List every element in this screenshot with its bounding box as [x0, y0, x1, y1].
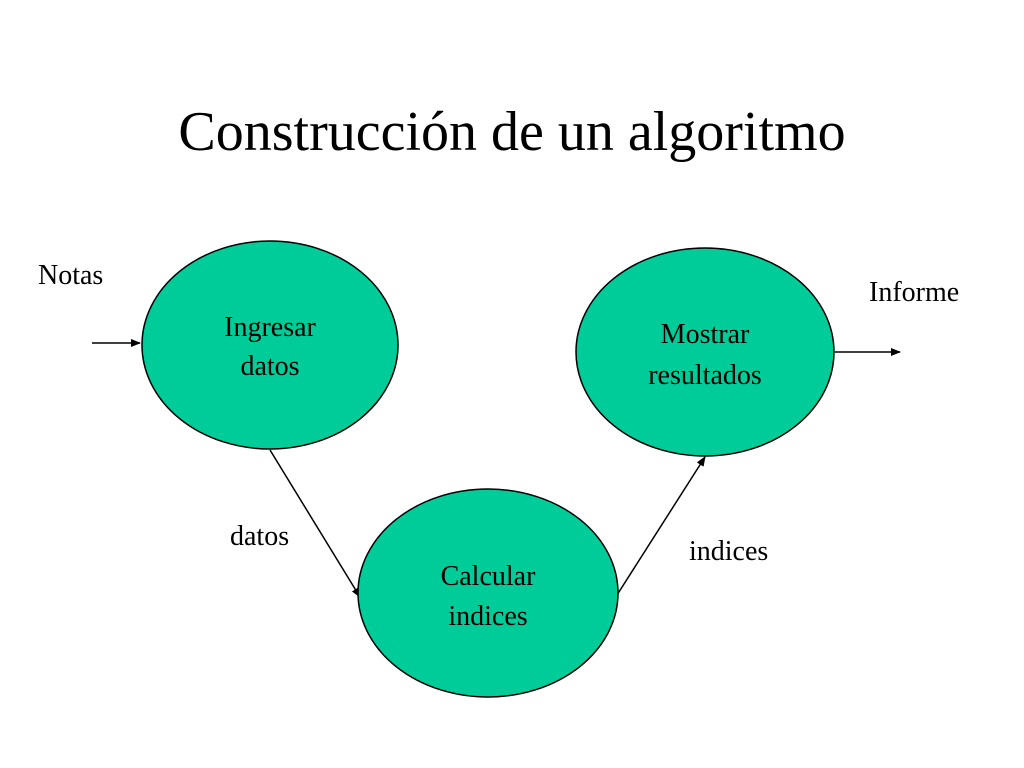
node-ingresar-datos-line-1: Ingresar: [224, 312, 316, 343]
node-ingresar-datos: Ingresar datos: [141, 240, 399, 450]
arrow-calcular-to-mostrar: [616, 456, 706, 596]
node-mostrar-resultados-shape: [575, 247, 835, 457]
edge-label-datos: datos: [230, 521, 289, 552]
slide-title: Construcción de un algoritmo: [178, 101, 846, 163]
node-ingresar-datos-shape: [141, 240, 399, 450]
edge-label-informe: Informe: [869, 277, 959, 308]
arrow-ingresar-to-calcular: [269, 449, 361, 598]
edge-label-notas: Notas: [38, 260, 103, 291]
edge-label-indices: indices: [689, 536, 768, 567]
node-calcular-indices-line-2: indices: [448, 601, 527, 632]
node-ingresar-datos-line-2: datos: [240, 351, 299, 382]
node-mostrar-resultados: Mostrar resultados: [575, 247, 835, 457]
node-mostrar-resultados-line-2: resultados: [648, 360, 762, 391]
node-calcular-indices: Calcular indices: [357, 488, 619, 698]
node-calcular-indices-shape: [357, 488, 619, 698]
node-calcular-indices-line-1: Calcular: [441, 561, 537, 592]
node-mostrar-resultados-line-1: Mostrar: [661, 319, 750, 350]
